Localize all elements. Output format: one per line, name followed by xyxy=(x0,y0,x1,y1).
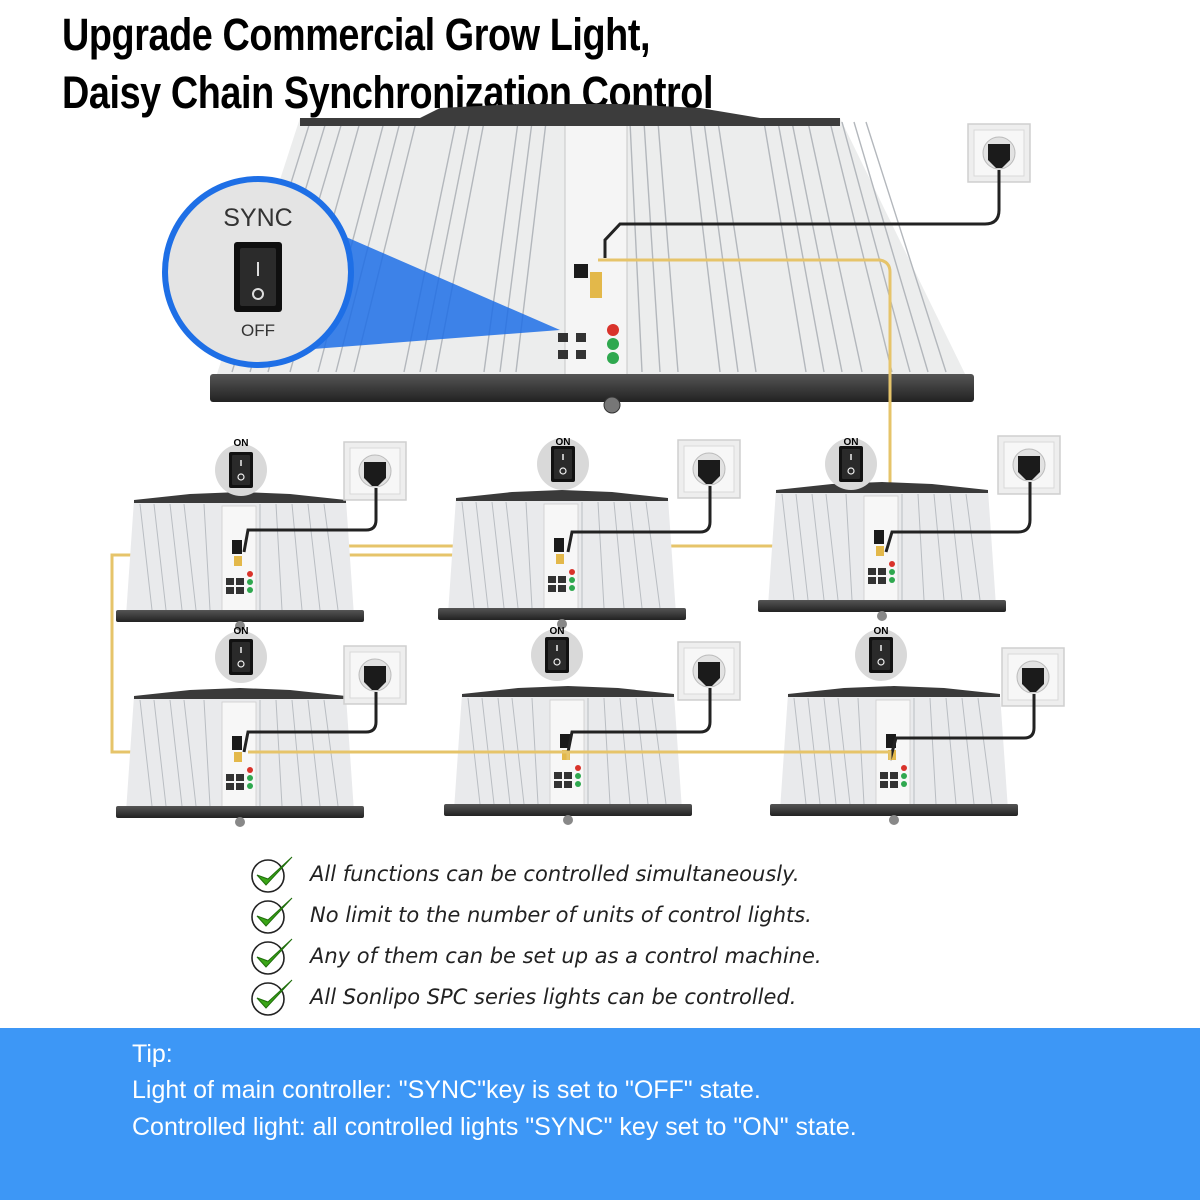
sync-rocker-switch xyxy=(234,242,282,312)
checkmark-icon xyxy=(251,979,293,1016)
feature-item: Any of them can be set up as a control m… xyxy=(248,936,948,977)
feature-text: No limit to the number of units of contr… xyxy=(310,903,812,927)
tip-line-controlled-lights: Controlled light: all controlled lights … xyxy=(132,1113,857,1141)
sync-switch-zoom: SYNC OFF xyxy=(162,176,560,368)
controlled-light: ON xyxy=(769,626,1065,826)
feature-item: All Sonlipo SPC series lights can be con… xyxy=(248,977,948,1018)
tip-line-main-controller: Light of main controller: "SYNC"key is s… xyxy=(132,1076,761,1104)
headline: Upgrade Commercial Grow Light, Daisy Cha… xyxy=(62,6,902,122)
feature-item: No limit to the number of units of contr… xyxy=(248,895,948,936)
on-label: ON xyxy=(844,437,859,448)
on-label: ON xyxy=(234,626,249,637)
feature-text: Any of them can be set up as a control m… xyxy=(310,944,822,968)
on-label: ON xyxy=(556,437,571,448)
feature-list: All functions can be controlled simultan… xyxy=(248,854,948,1018)
on-label: ON xyxy=(550,626,565,637)
controlled-light: ON xyxy=(115,438,407,632)
off-label: OFF xyxy=(241,321,275,340)
on-label: ON xyxy=(234,438,249,449)
controlled-light: ON xyxy=(443,626,741,826)
daisy-chain-illustration: SYNC OFF ON ON ON xyxy=(110,104,1065,828)
checkmark-icon xyxy=(251,856,293,893)
on-label: ON xyxy=(874,626,889,637)
headline-line-1: Upgrade Commercial Grow Light, xyxy=(62,9,651,60)
tip-panel: Tip: Light of main controller: "SYNC"key… xyxy=(0,1028,1200,1200)
sync-label: SYNC xyxy=(223,204,292,232)
tip-title: Tip: xyxy=(132,1040,173,1068)
feature-text: All Sonlipo SPC series lights can be con… xyxy=(310,985,797,1009)
checkmark-icon xyxy=(251,938,293,975)
controlled-light: ON xyxy=(757,435,1061,622)
on-switch-icon xyxy=(214,630,268,684)
controlled-light: ON xyxy=(115,626,407,828)
feature-text: All functions can be controlled simultan… xyxy=(310,862,800,886)
feature-item: All functions can be controlled simultan… xyxy=(248,854,948,895)
controlled-light: ON xyxy=(437,437,741,630)
on-switch-icon xyxy=(214,443,268,497)
checkmark-icon xyxy=(251,897,293,934)
